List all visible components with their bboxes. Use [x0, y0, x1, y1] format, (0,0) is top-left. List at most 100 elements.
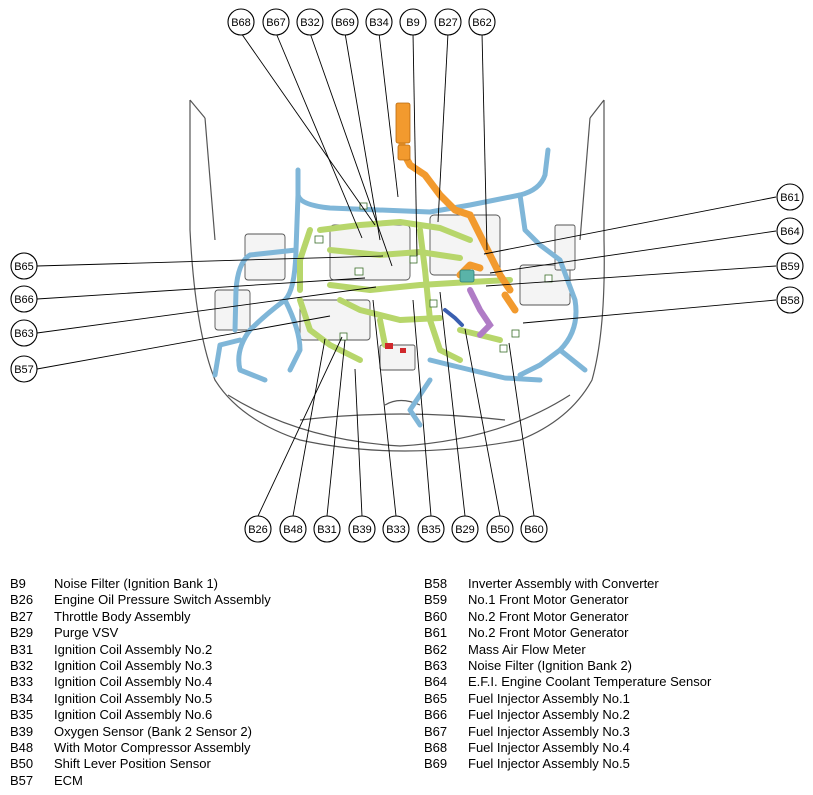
legend-row: B65 Fuel Injector Assembly No.1 — [424, 691, 711, 707]
callout-label: B27 — [438, 17, 458, 29]
callout-label: B64 — [780, 226, 800, 238]
callout-label: B50 — [490, 524, 510, 536]
callout-circle — [417, 515, 445, 543]
legend-name: Oxygen Sensor (Bank 2 Sensor 2) — [54, 723, 252, 739]
legend-row: B67 Fuel Injector Assembly No.3 — [424, 724, 711, 740]
legend-code: B66 — [424, 707, 448, 723]
callout-circle — [451, 515, 479, 543]
callout-b26: B26 — [244, 515, 272, 543]
legend-name: Engine Oil Pressure Switch Assembly — [54, 592, 271, 608]
legend-name: Fuel Injector Assembly No.3 — [468, 723, 630, 739]
callout-circle — [313, 515, 341, 543]
callout-b48: B48 — [279, 515, 307, 543]
legend-name: Shift Lever Position Sensor — [54, 756, 211, 772]
callout-b64: B64 — [776, 217, 804, 245]
legend-code: B68 — [424, 740, 448, 756]
callout-label: B9 — [406, 17, 419, 29]
callout-circle — [10, 285, 38, 313]
legend-name: No.2 Front Motor Generator — [468, 608, 629, 624]
legend-code: B63 — [424, 658, 448, 674]
callout-circle — [486, 515, 514, 543]
harness-teal — [459, 269, 475, 283]
legend-code: B50 — [10, 756, 34, 772]
callout-label: B60 — [524, 524, 544, 536]
legend-left-column: B9 Noise Filter (Ignition Bank 1) B26 Engin… — [10, 576, 271, 789]
callout-circle — [227, 8, 255, 36]
callout-b66: B66 — [10, 285, 38, 313]
legend-row: B33 Ignition Coil Assembly No.4 — [10, 674, 271, 690]
callout-b39: B39 — [348, 515, 376, 543]
callout-b63: B63 — [10, 319, 38, 347]
callout-b68: B68 — [227, 8, 255, 36]
callout-b60: B60 — [520, 515, 548, 543]
connector-marks — [314, 202, 553, 353]
legend-code: B64 — [424, 674, 448, 690]
legend-code: B61 — [424, 625, 448, 641]
legend-name: Noise Filter (Ignition Bank 1) — [54, 576, 219, 591]
callout-b61: B61 — [776, 183, 804, 211]
callout-b29: B29 — [451, 515, 479, 543]
callout-circle — [776, 286, 804, 314]
callout-circle — [776, 183, 804, 211]
callout-circle — [776, 217, 804, 245]
callout-b27: B27 — [434, 8, 462, 36]
harness-red-connectors — [385, 343, 406, 353]
callout-label: B68 — [231, 17, 251, 29]
legend-name: Ignition Coil Assembly No.6 — [54, 707, 213, 723]
callout-circle — [348, 515, 376, 543]
legend-code: B31 — [10, 641, 34, 657]
legend-name: Fuel Injector Assembly No.1 — [468, 690, 630, 706]
harness-green — [297, 219, 513, 363]
callout-b59: B59 — [776, 252, 804, 280]
legend-code: B65 — [424, 690, 448, 706]
legend-name: No.2 Front Motor Generator — [468, 625, 629, 641]
legend-name: E.F.I. Engine Coolant Temperature Sensor — [468, 674, 712, 690]
callout-circle — [10, 355, 38, 383]
callout-label: B31 — [317, 524, 337, 536]
callout-label: B61 — [780, 192, 800, 204]
legend-code: B35 — [10, 707, 34, 723]
callout-label: B48 — [283, 524, 303, 536]
legend-row: B64 E.F.I. Engine Coolant Temperature Sen… — [424, 674, 711, 690]
engine-components — [214, 214, 576, 371]
harness-purple — [467, 287, 494, 338]
legend-name: Inverter Assembly with Converter — [468, 576, 659, 591]
legend-code: B39 — [10, 723, 34, 739]
callout-circle — [331, 8, 359, 36]
legend-name: Fuel Injector Assembly No.5 — [468, 756, 630, 772]
callout-b57: B57 — [10, 355, 38, 383]
legend-code: B9 — [10, 576, 26, 591]
legend-name: Ignition Coil Assembly No.4 — [54, 674, 213, 690]
legend-name: Ignition Coil Assembly No.2 — [54, 641, 213, 657]
callout-circle — [279, 515, 307, 543]
callout-label: B62 — [472, 17, 492, 29]
legend-name: With Motor Compressor Assembly — [54, 740, 251, 756]
legend-row: B61 No.2 Front Motor Generator — [424, 625, 711, 641]
legend-name: Fuel Injector Assembly No.4 — [468, 740, 630, 756]
callout-b62: B62 — [468, 8, 496, 36]
callout-circle — [10, 319, 38, 347]
callout-circle — [262, 8, 290, 36]
callout-label: B33 — [386, 524, 406, 536]
legend-code: B26 — [10, 592, 34, 608]
legend-row: B9 Noise Filter (Ignition Bank 1) — [10, 576, 271, 592]
callout-circle — [244, 515, 272, 543]
legend-name: No.1 Front Motor Generator — [468, 592, 629, 608]
callout-circle — [382, 515, 410, 543]
legend-name: Mass Air Flow Meter — [468, 641, 586, 657]
legend-code: B33 — [10, 674, 34, 690]
legend-code: B67 — [424, 723, 448, 739]
